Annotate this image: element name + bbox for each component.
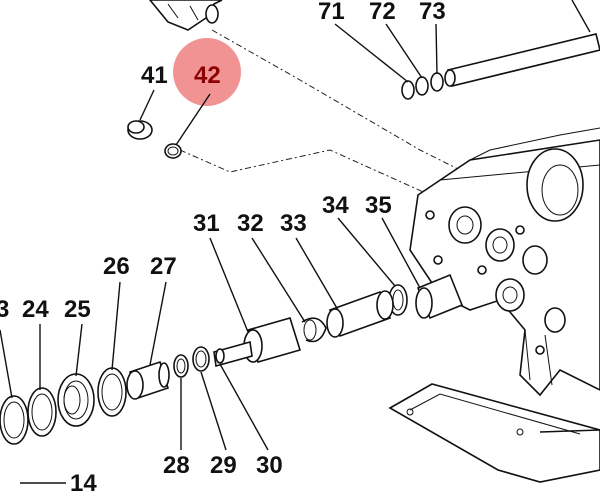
label-14: 14	[70, 470, 97, 497]
part-31-plunger	[213, 317, 302, 368]
part-29-ring	[192, 346, 210, 372]
label-42: 42	[194, 62, 221, 89]
label-41: 41	[141, 62, 168, 89]
bracket-plate	[388, 383, 600, 483]
top-left-part-fragment	[148, 0, 223, 31]
part-28-ring	[173, 354, 189, 378]
part-27-fitting	[126, 360, 170, 400]
parts-71-73	[401, 33, 600, 100]
label-34: 34	[322, 192, 349, 219]
alignment-line-top	[211, 29, 471, 176]
label-28: 28	[163, 452, 190, 479]
pump-housing	[409, 127, 600, 397]
label-30: 30	[256, 452, 283, 479]
label-27: 27	[150, 253, 177, 280]
leader-lines	[0, 0, 600, 484]
part-41-cap	[127, 120, 153, 140]
label-71: 71	[318, 0, 345, 25]
label-73: 73	[419, 0, 446, 25]
label-29: 29	[210, 452, 237, 479]
part-25-seal	[57, 373, 95, 427]
part-35-plunger-seat	[415, 273, 464, 320]
label-23: 3	[0, 296, 10, 323]
part-23-ring	[0, 395, 29, 445]
highlight-circle	[173, 38, 241, 106]
part-32-clip	[301, 317, 327, 343]
part-33-sleeve	[326, 290, 394, 338]
part-26-ring	[97, 367, 127, 417]
label-24: 24	[22, 296, 49, 323]
alignment-line-mid	[179, 149, 431, 196]
label-26: 26	[103, 253, 130, 280]
label-32: 32	[237, 210, 264, 237]
label-35: 35	[365, 192, 392, 219]
label-33: 33	[280, 210, 307, 237]
label-25: 25	[64, 296, 91, 323]
part-24-ring	[27, 387, 57, 437]
label-72: 72	[369, 0, 396, 25]
part-42-oring	[164, 143, 182, 159]
part-30-pin	[215, 348, 225, 364]
label-31: 31	[193, 210, 220, 237]
